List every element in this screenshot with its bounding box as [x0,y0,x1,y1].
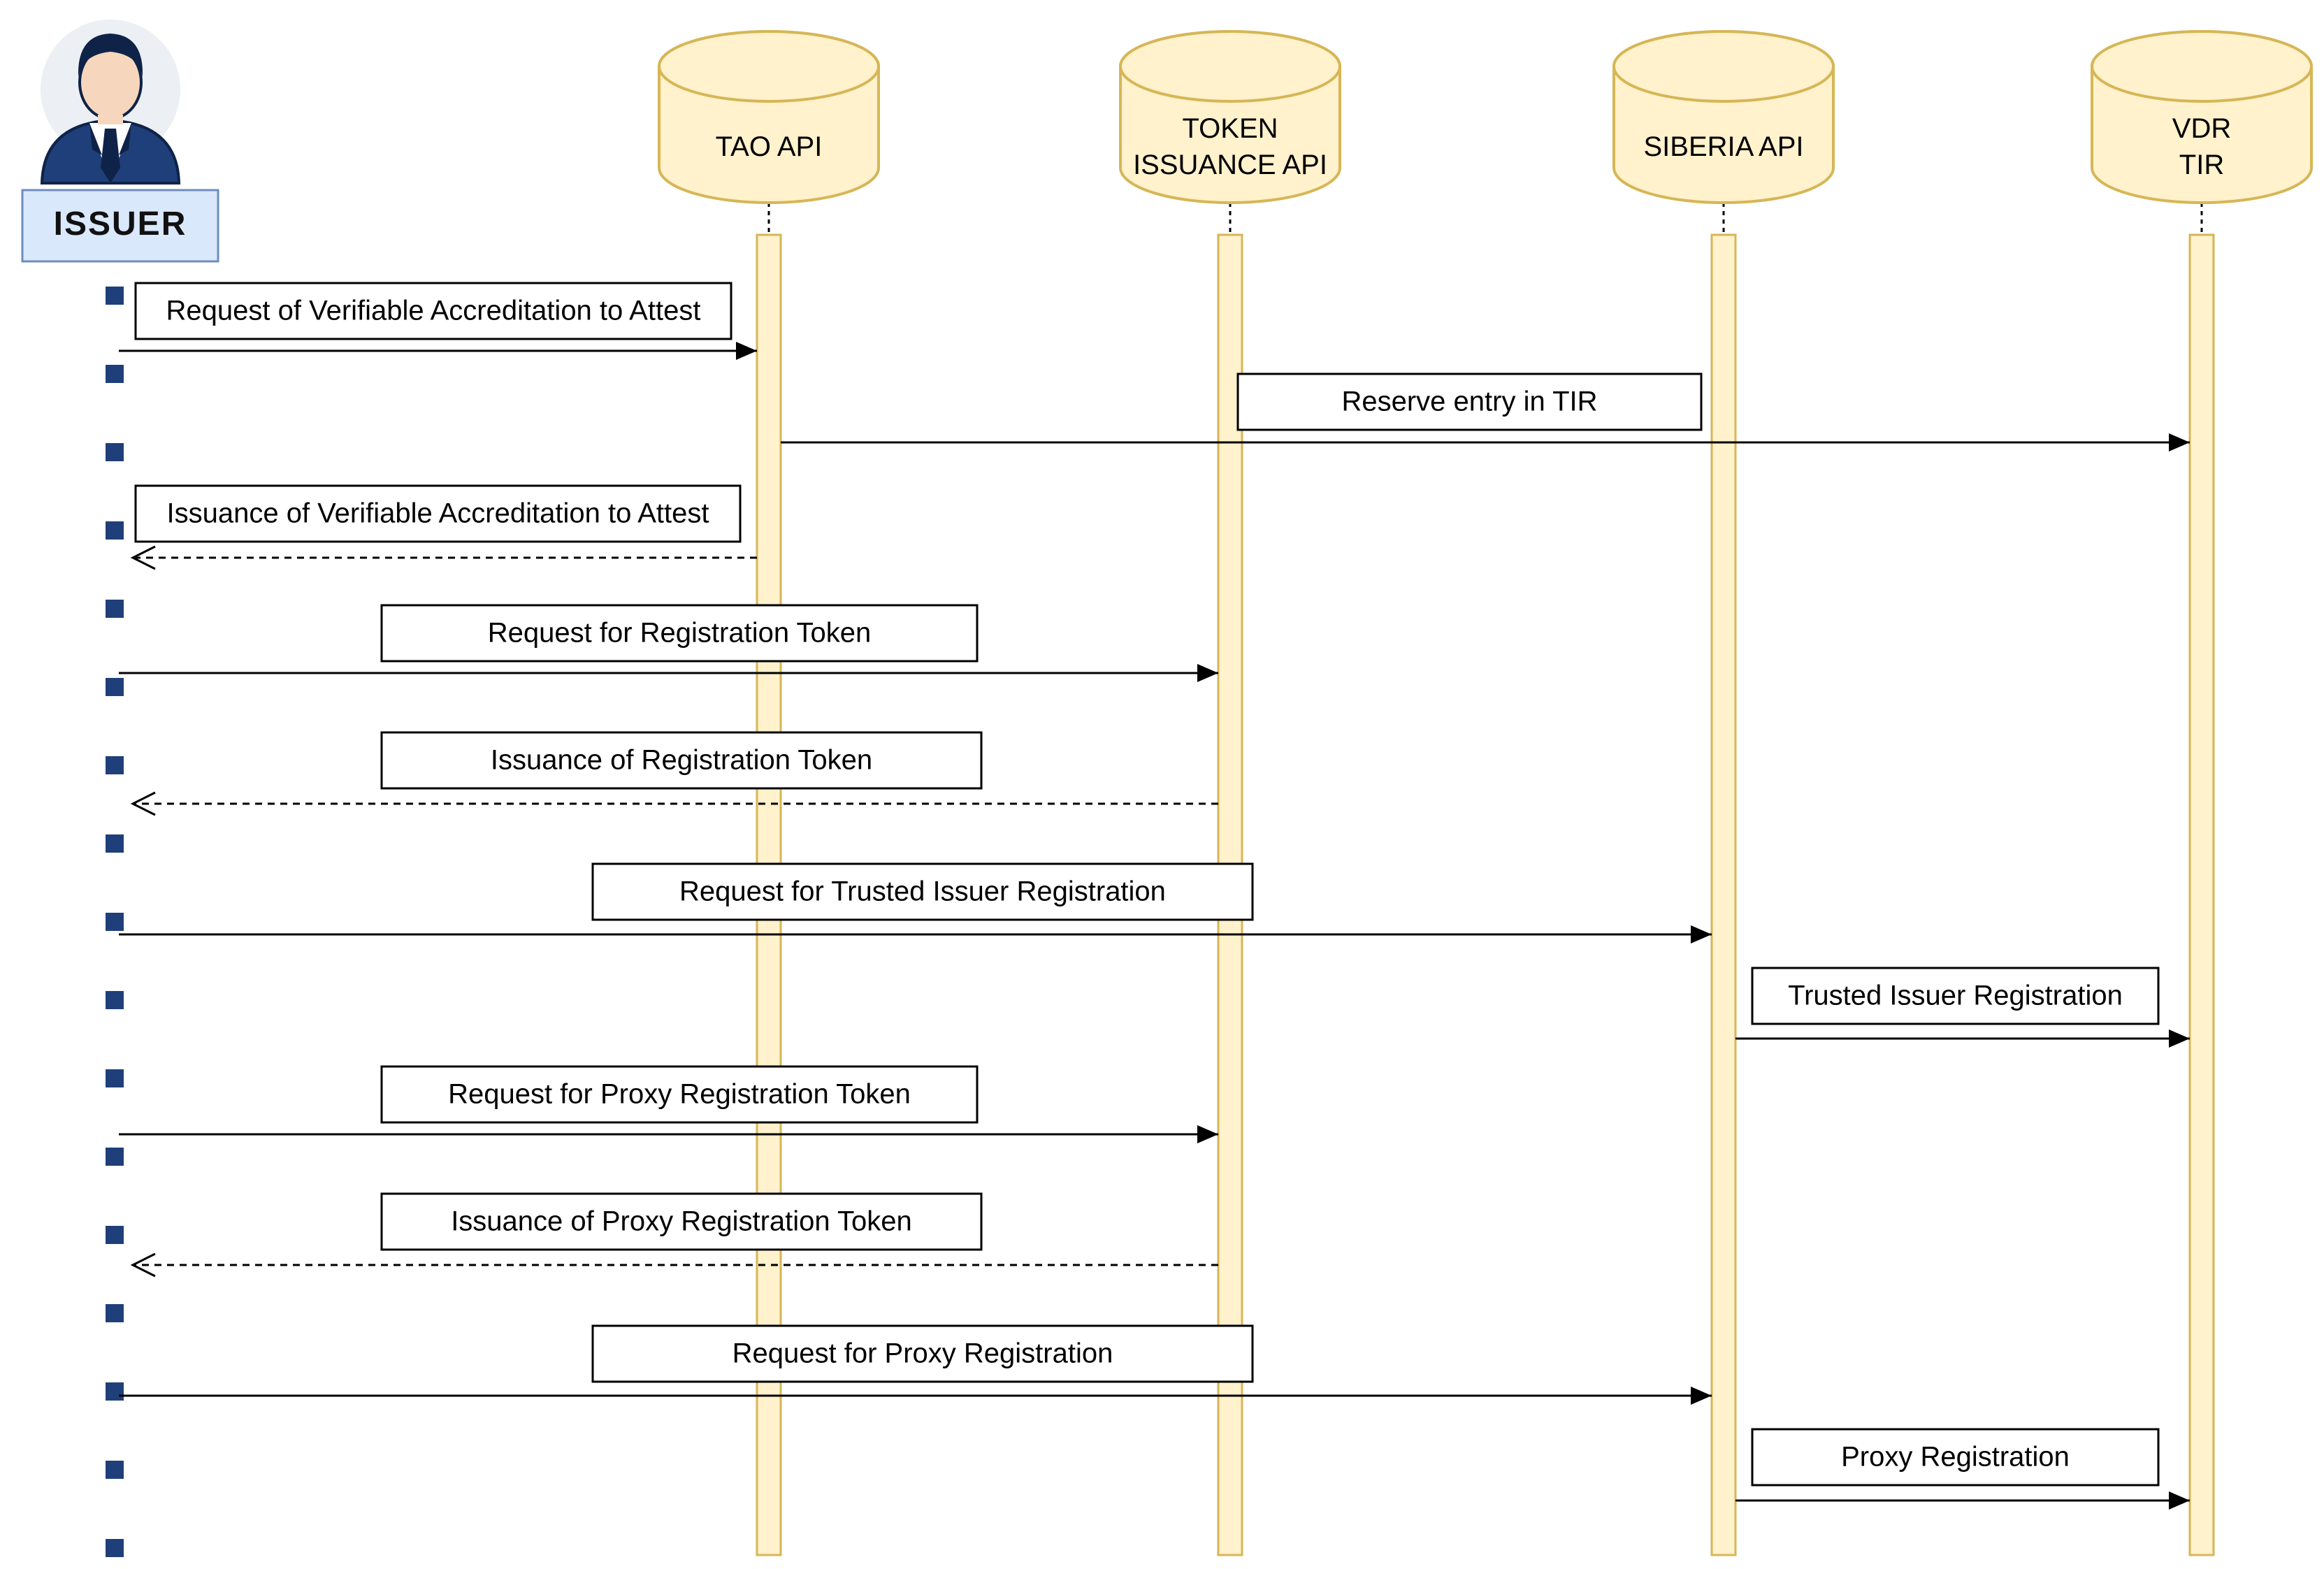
issuer-activation-marker [106,365,124,383]
message-label: Request for Registration Token [488,618,871,649]
issuer-activation-marker [106,1148,124,1166]
filled-arrowhead [1691,925,1712,943]
participant-tao: TAO API [658,30,880,204]
message-label: Request for Proxy Registration Token [448,1079,911,1110]
issuer-activation-marker [106,756,124,774]
message-label-box [1236,373,1703,431]
message: Reserve entry in TIR [781,373,2190,451]
participant-label: TOKEN [1182,113,1278,144]
issuer-activation-marker [106,1226,124,1244]
issuer-activation-marker [106,678,124,696]
message-label: Trusted Issuer Registration [1788,981,2123,1011]
lifeline-vdr [2188,233,2215,1556]
filled-arrowhead [1197,1125,1218,1143]
participant-label: ISSUANCE API [1133,150,1327,180]
message: Request for Proxy Registration [119,1324,1712,1405]
message-label-box [1751,967,2160,1025]
participant-label: SIBERIA API [1643,131,1803,162]
businessman-icon [40,20,181,185]
issuer-activation-marker [106,287,124,305]
issuer-actor: ISSUER [21,20,219,263]
participant-vdr: VDR TIR [2091,30,2313,204]
message-label-box [591,862,1254,921]
filled-arrowhead [2169,433,2190,451]
participants: TAO API TOKEN ISSUANCE API SIBERIA API VDR TI… [658,30,2313,204]
message: Trusted Issuer Registration [1735,967,2190,1048]
issuer-activation-marker [106,521,124,540]
participant-siberia: SIBERIA API [1612,30,1835,204]
message: Issuance of Verifiable Accreditation to … [130,484,757,570]
issuer-label-box [21,189,219,263]
participant-cylinder-top [658,30,880,103]
participant-label: TIR [2179,150,2224,180]
message: Issuance of Registration Token [130,731,1218,816]
open-arrowhead [130,791,156,816]
participant-label: TAO API [716,131,823,162]
filled-arrowhead [1197,664,1218,682]
message-label: Issuance of Proxy Registration Token [451,1206,912,1237]
filled-arrowhead [736,342,757,360]
message-label: Issuance of Verifiable Accreditation to … [166,498,709,529]
message-label-box [380,1192,983,1251]
issuer-label: ISSUER [54,205,187,243]
issuer-activation-marker [106,600,124,618]
issuer-activation-marker [106,1539,124,1557]
issuer-activation-marker [106,1304,124,1322]
participant-token: TOKEN ISSUANCE API [1119,30,1341,204]
issuer-activation-marker [106,1382,124,1401]
message: Request of Verifiable Accreditation to A… [119,282,757,360]
messages: Request of Verifiable Accreditation to A… [119,282,2190,1510]
lifeline-siberia [1710,233,1737,1556]
message: Request for Registration Token [119,604,1218,682]
message-label: Request for Trusted Issuer Registration [679,876,1166,907]
message-label: Reserve entry in TIR [1341,386,1597,417]
message-label: Proxy Registration [1841,1442,2070,1473]
message: Issuance of Proxy Registration Token [130,1192,1218,1278]
message-label: Request for Proxy Registration [732,1338,1113,1369]
message: Request for Trusted Issuer Registration [119,862,1712,943]
message-label-box [1751,1428,2160,1487]
participant-label: VDR [2172,113,2231,144]
issuer-activation-marker [106,991,124,1009]
issuer-activation-marker [106,1069,124,1087]
message-label-box [134,484,742,543]
issuer-activation-marker [106,834,124,853]
issuer-lifeline-markers [106,287,124,1557]
filled-arrowhead [2169,1029,2190,1048]
message: Request for Proxy Registration Token [119,1065,1218,1143]
issuer-activation-marker [106,913,124,931]
filled-arrowhead [2169,1491,2190,1510]
open-arrowhead [130,1252,156,1278]
filled-arrowhead [1691,1387,1712,1405]
participant-cylinder-top [1119,30,1341,103]
message-label-box [134,282,732,340]
message-label-box [380,731,983,790]
issuer-activation-marker [106,1461,124,1479]
issuer-activation-marker [106,443,124,461]
open-arrowhead [130,545,156,570]
participant-cylinder-top [1612,30,1835,103]
message-label-box [380,1065,979,1124]
message: Proxy Registration [1735,1428,2190,1510]
message-label-box [591,1324,1254,1383]
message-label: Request of Verifiable Accreditation to A… [166,296,701,326]
message-label-box [380,604,979,663]
participant-cylinder-top [2091,30,2313,103]
message-label: Issuance of Registration Token [491,745,872,776]
